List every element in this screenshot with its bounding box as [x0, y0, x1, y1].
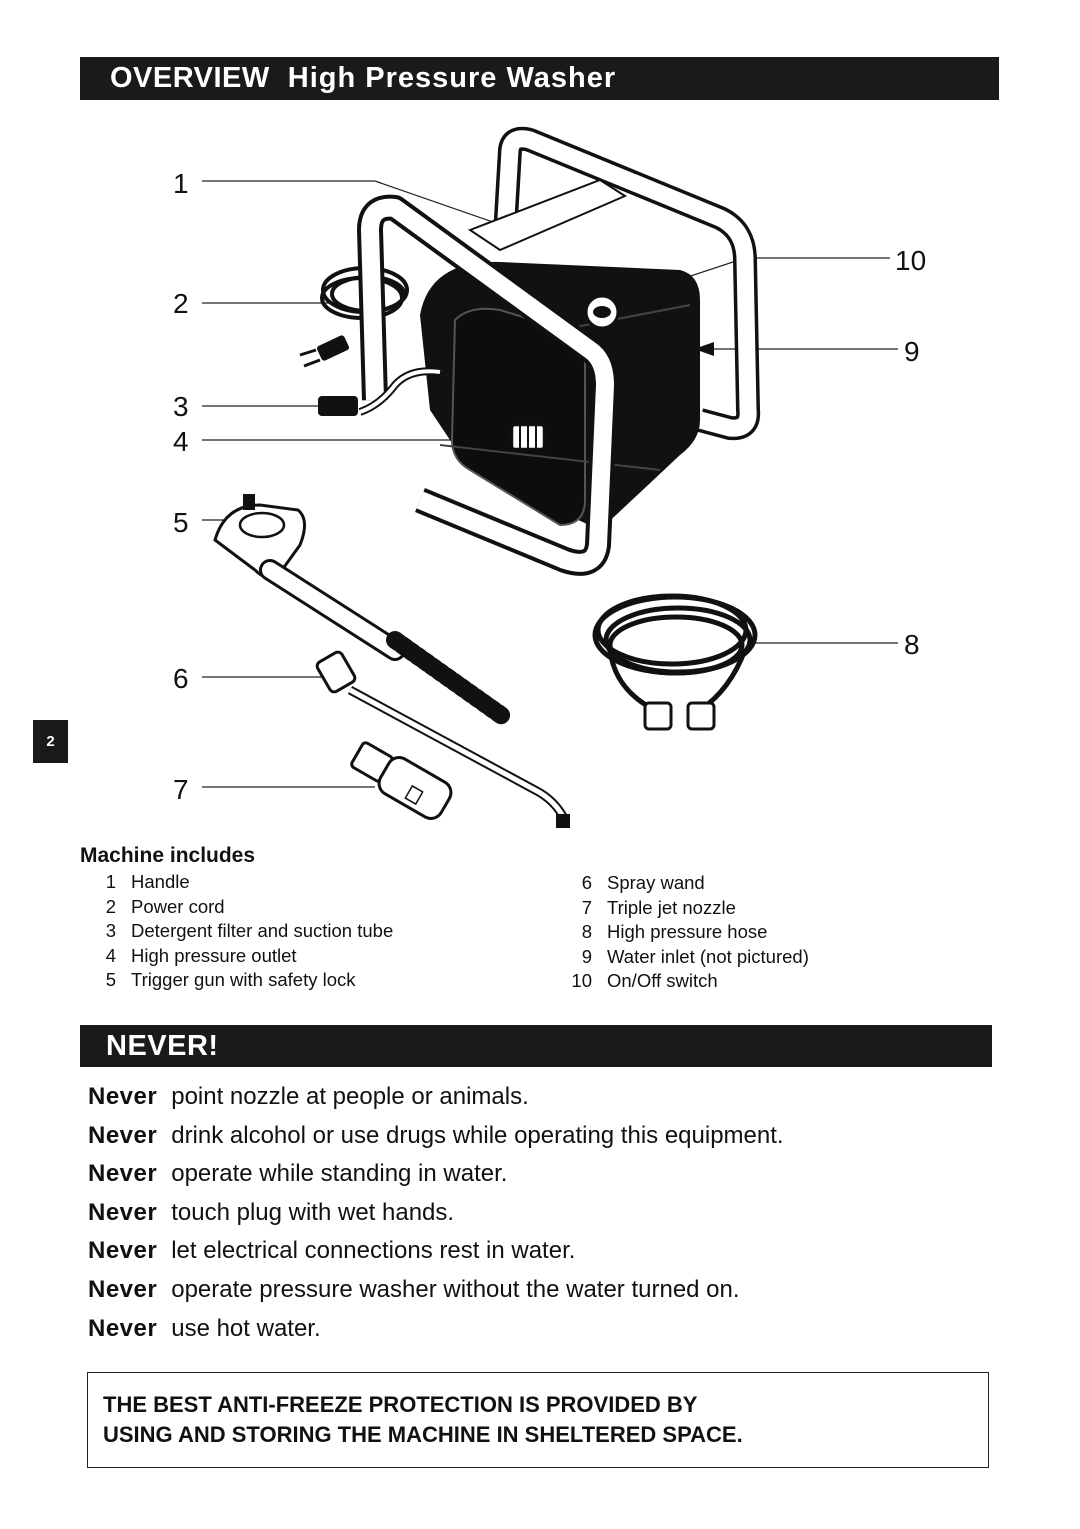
trigger-gun: [213, 494, 514, 727]
page-title: High Pressure Washer: [287, 62, 617, 94]
high-pressure-outlet: [510, 423, 546, 451]
section-label: OVERVIEW: [110, 62, 270, 94]
callout-7: 7: [173, 774, 189, 805]
triple-jet-nozzle: [350, 741, 453, 820]
callout-4: 4: [173, 426, 189, 457]
callout-2: 2: [173, 288, 189, 319]
warning-line-1: THE BEST ANTI-FREEZE PROTECTION IS PROVI…: [103, 1392, 698, 1417]
overview-header: OVERVIEW High Pressure Washer: [80, 57, 999, 100]
callout-6: 6: [173, 663, 189, 694]
callout-5: 5: [173, 507, 189, 538]
callout-9: 9: [904, 336, 920, 367]
detergent-tube: [318, 367, 441, 416]
callout-1: 1: [173, 168, 189, 199]
never-header: NEVER!: [80, 1025, 992, 1067]
motor-housing: [420, 261, 700, 530]
arrow-icon: [694, 342, 714, 356]
front-frame: [357, 194, 618, 576]
frame-handle: [467, 126, 761, 441]
high-pressure-hose: [592, 593, 758, 731]
callout-10: 10: [895, 245, 926, 276]
warning-line-2: USING AND STORING THE MACHINE IN SHELTER…: [103, 1422, 743, 1447]
callout-3: 3: [173, 391, 189, 422]
callout-8: 8: [904, 629, 920, 660]
anti-freeze-warning-box: THE BEST ANTI-FREEZE PROTECTION IS PROVI…: [87, 1372, 989, 1468]
pressure-washer-illustration: 1 2 3 4 5 6 7 8 9 10: [173, 126, 926, 828]
page-number-badge: 2: [33, 720, 68, 763]
spray-wand: [315, 650, 570, 828]
never-title: NEVER!: [106, 1029, 219, 1062]
machine-includes-title: Machine includes: [80, 844, 256, 867]
plug-icon: [299, 335, 349, 368]
